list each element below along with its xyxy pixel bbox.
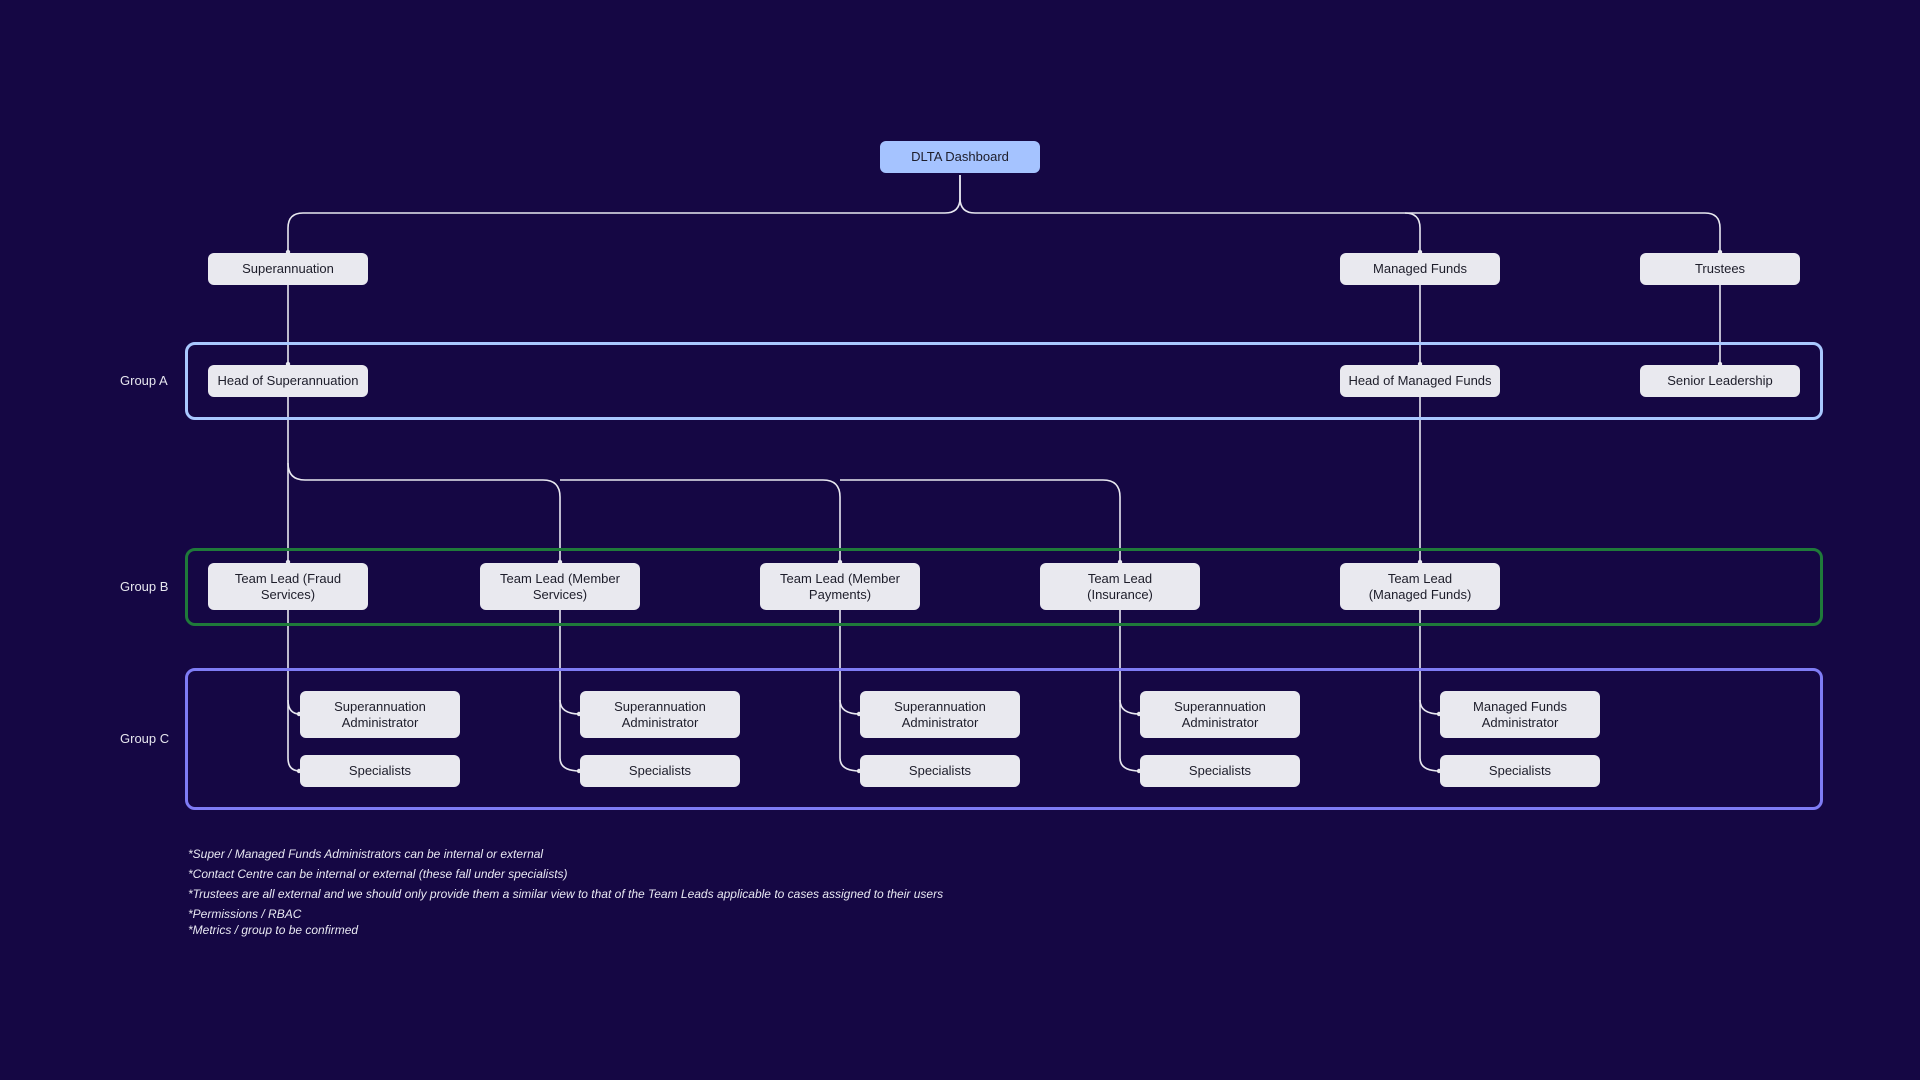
managed-funds-node[interactable]: Managed Funds	[1340, 253, 1500, 285]
specialists-node[interactable]: Specialists	[300, 755, 460, 787]
team-lead-member-services-node[interactable]: Team Lead (Member Services)	[480, 563, 640, 610]
team-lead-insurance-node[interactable]: Team Lead (Insurance)	[1040, 563, 1200, 610]
group-c-frame	[185, 668, 1823, 810]
trustees-node[interactable]: Trustees	[1640, 253, 1800, 285]
specialists-node[interactable]: Specialists	[1440, 755, 1600, 787]
dlta-dashboard-node[interactable]: DLTA Dashboard	[880, 141, 1040, 173]
head-of-superannuation-node[interactable]: Head of Superannuation	[208, 365, 368, 397]
group-a-frame	[185, 342, 1823, 420]
footnote: *Super / Managed Funds Administrators ca…	[188, 847, 544, 861]
group-b-frame	[185, 548, 1823, 626]
footnote: *Metrics / group to be confirmed	[188, 923, 359, 937]
managed-funds-administrator-node[interactable]: Managed Funds Administrator	[1440, 691, 1600, 738]
superannuation-administrator-node[interactable]: Superannuation Administrator	[580, 691, 740, 738]
group-b-label: Group B	[120, 579, 169, 594]
connector-line	[959, 175, 1421, 253]
footnote: *Trustees are all external and we should…	[188, 887, 944, 901]
footnote: *Permissions / RBAC	[188, 907, 302, 921]
superannuation-administrator-node[interactable]: Superannuation Administrator	[860, 691, 1020, 738]
footnote: *Contact Centre can be internal or exter…	[188, 867, 568, 881]
group-a-label: Group A	[120, 373, 168, 388]
superannuation-node[interactable]: Superannuation	[208, 253, 368, 285]
team-lead-fraud-services-node[interactable]: Team Lead (Fraud Services)	[208, 563, 368, 610]
superannuation-administrator-node[interactable]: Superannuation Administrator	[1140, 691, 1300, 738]
connector-line	[287, 175, 961, 253]
team-lead-managed-funds-node[interactable]: Team Lead (Managed Funds)	[1340, 563, 1500, 610]
specialists-node[interactable]: Specialists	[1140, 755, 1300, 787]
superannuation-administrator-node[interactable]: Superannuation Administrator	[300, 691, 460, 738]
footnotes: *Super / Managed Funds Administrators ca…	[188, 846, 1288, 938]
head-of-managed-funds-node[interactable]: Head of Managed Funds	[1340, 365, 1500, 397]
specialists-node[interactable]: Specialists	[860, 755, 1020, 787]
group-c-label: Group C	[120, 731, 170, 746]
team-lead-member-payments-node[interactable]: Team Lead (Member Payments)	[760, 563, 920, 610]
specialists-node[interactable]: Specialists	[580, 755, 740, 787]
connector-line	[1405, 212, 1721, 253]
senior-leadership-node[interactable]: Senior Leadership	[1640, 365, 1800, 397]
